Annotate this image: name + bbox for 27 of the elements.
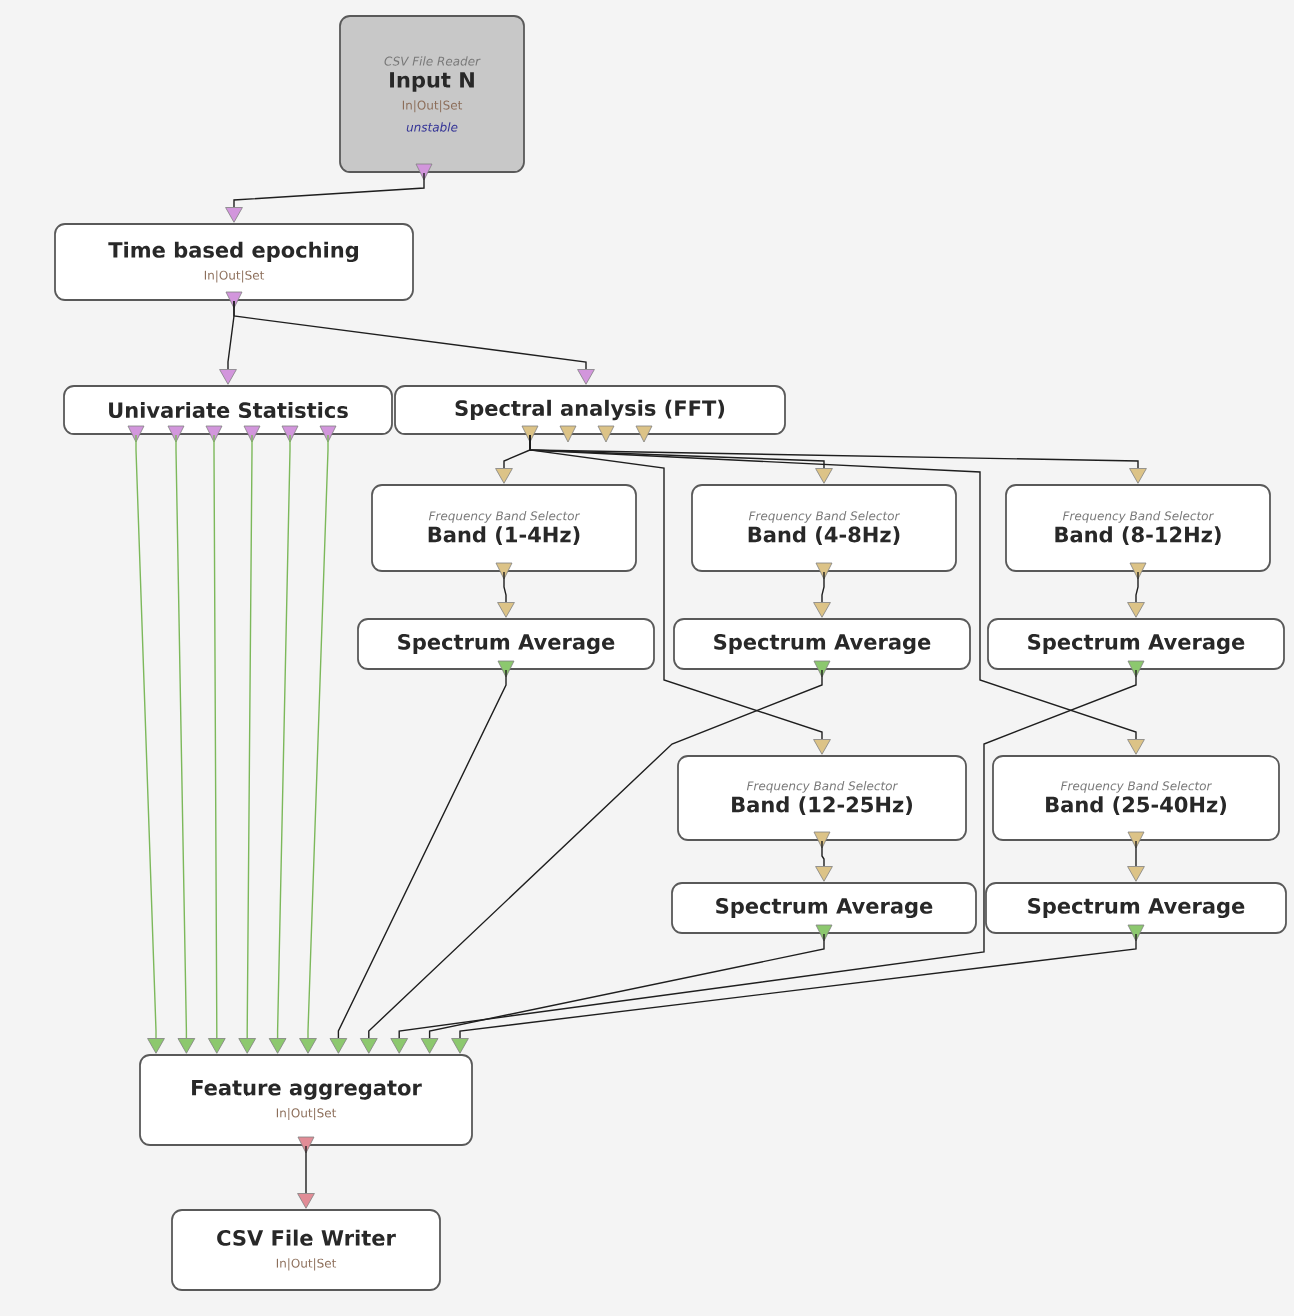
connector-arrow	[1127, 840, 1145, 882]
connector-arrow	[813, 571, 831, 618]
connector-arrow	[329, 669, 507, 1054]
connector-arrow	[175, 434, 196, 1054]
connector-arrow	[135, 434, 165, 1054]
process-box: Spectrum Average	[357, 618, 655, 678]
connector-arrow	[225, 172, 425, 223]
connector-arrow	[1127, 571, 1145, 618]
connector-arrow	[390, 669, 1137, 1054]
connector-arrow	[360, 669, 823, 1054]
connector-arrow	[297, 1145, 315, 1209]
connector-arrow	[497, 571, 515, 618]
process-box: Spectrum Average	[673, 618, 971, 678]
connector-arrow	[268, 434, 291, 1054]
connector-arrow	[529, 434, 1145, 755]
process-box: Univariate Statistics	[63, 385, 393, 443]
process-box: Spectrum Average	[987, 618, 1285, 678]
connector-arrow	[299, 434, 329, 1054]
connector-arrow	[208, 434, 226, 1054]
process-box: Spectrum Average	[985, 882, 1287, 942]
connector-arrow	[815, 840, 833, 882]
connector-arrow	[451, 933, 1137, 1054]
process-box: Spectral analysis (FFT)	[394, 385, 786, 443]
connector-arrow	[238, 434, 256, 1054]
process-box: Spectrum Average	[671, 882, 977, 942]
connector-arrow	[420, 933, 825, 1054]
connector-arrow	[233, 300, 595, 385]
